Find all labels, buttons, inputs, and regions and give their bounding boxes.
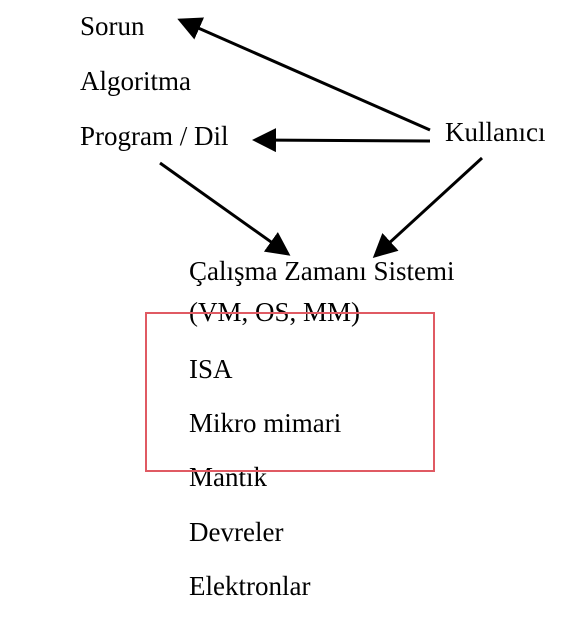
arrow-user-to-runtime	[372, 156, 484, 259]
label-program-dil: Program / Dil	[80, 121, 229, 151]
label-elektronlar: Elektronlar	[189, 571, 311, 601]
label-calisma-zamani-sistemi: Çalışma Zamanı Sistemi	[189, 256, 455, 286]
label-devreler: Devreler	[189, 517, 284, 547]
label-algoritma: Algoritma	[80, 66, 191, 96]
label-mantik: Mantık	[189, 462, 267, 492]
label-mikro-mimari: Mikro mimari	[189, 408, 342, 438]
arrow-user-to-program-dil	[252, 128, 431, 153]
highlight-box	[145, 312, 435, 472]
label-isa: ISA	[189, 354, 233, 384]
arrow-user-to-sorun	[177, 17, 431, 132]
label-kullanici: Kullanıcı	[445, 117, 546, 147]
arrow-program-to-runtime	[159, 161, 291, 256]
label-sorun: Sorun	[80, 11, 145, 41]
